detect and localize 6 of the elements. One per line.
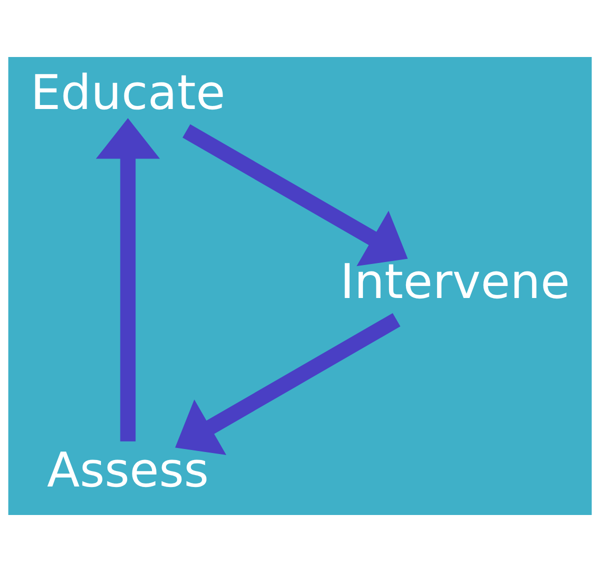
arrow bbox=[96, 118, 160, 442]
node-text: Intervene bbox=[340, 254, 570, 310]
node-text: Assess bbox=[46, 444, 209, 499]
arrow bbox=[175, 313, 400, 455]
node-text: Educate bbox=[30, 66, 226, 121]
arrow bbox=[182, 124, 408, 266]
